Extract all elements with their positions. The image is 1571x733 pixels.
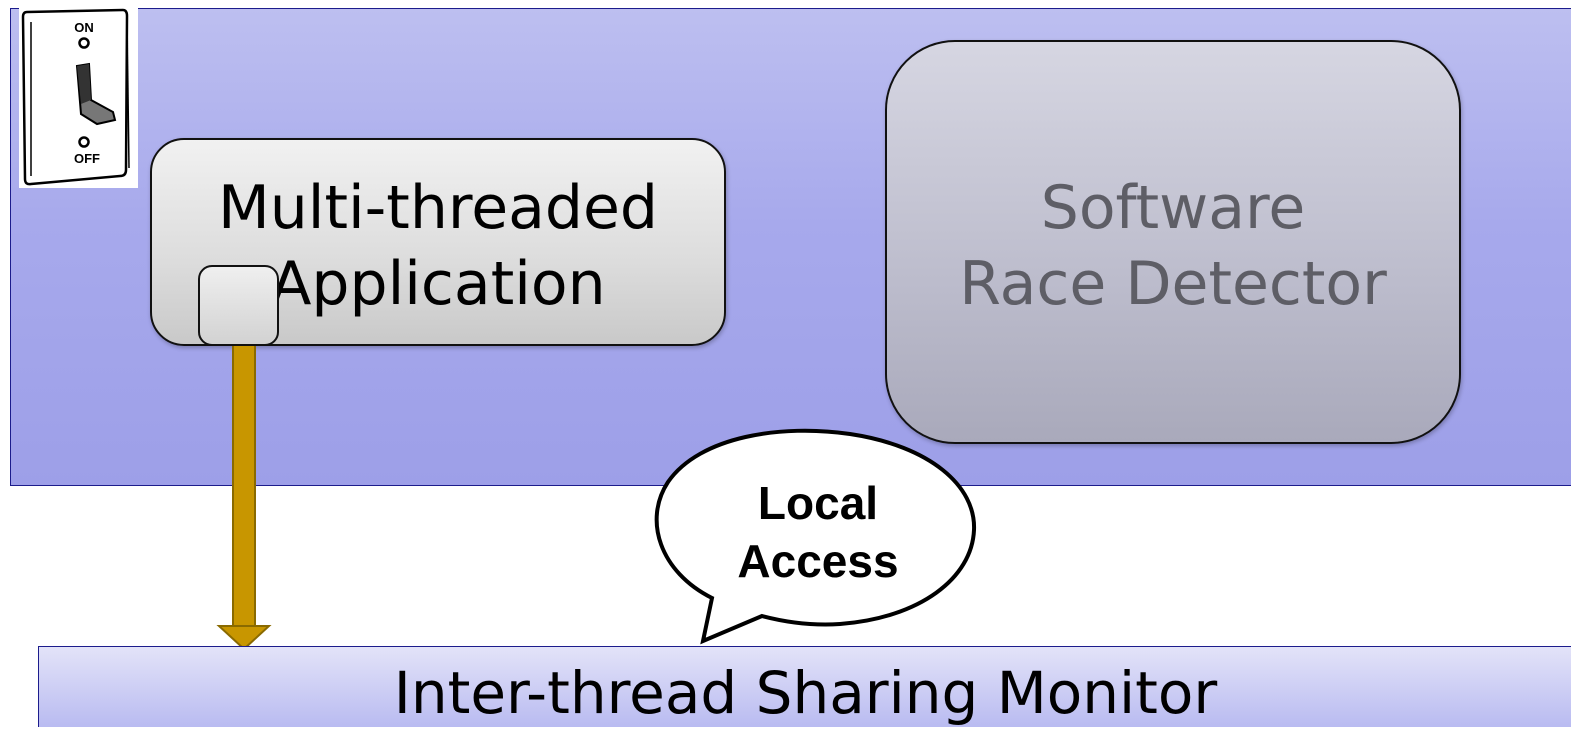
switch-on-label: ON [74, 20, 94, 35]
sharing-monitor-bar: Inter-thread Sharing Monitor [38, 646, 1571, 727]
switch-off-label: OFF [74, 151, 100, 166]
local-access-label: Local Access [737, 477, 899, 587]
speech-bubble [654, 428, 977, 645]
light-switch-icon: ON OFF [19, 8, 138, 188]
sharing-monitor-label: Inter-thread Sharing Monitor [393, 659, 1218, 727]
multithreaded-application-box: Multi-threaded Application [150, 138, 726, 346]
software-race-detector-box: Software Race Detector [885, 40, 1461, 444]
thread-access-square [198, 265, 279, 346]
application-label: Multi-threaded Application [218, 173, 658, 319]
race-detector-label: Software Race Detector [959, 173, 1387, 319]
down-arrow [216, 343, 272, 651]
